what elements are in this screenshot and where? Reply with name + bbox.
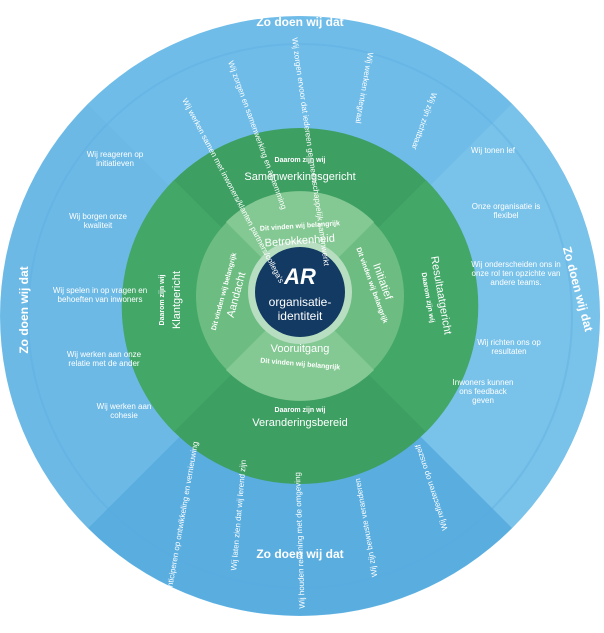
outer-left-item-3: Wij spelen in op vragen en behoeften van…	[52, 286, 148, 304]
inner-label-bottom: Vooruitgang	[271, 343, 330, 355]
outer-right-item-2-box: Onze organisatie is flexibel	[471, 202, 541, 220]
outer-right-item-1-box: Wij tonen lef	[470, 146, 516, 155]
outer-left-item-1-box: Wij reageren op initiatieven	[86, 150, 144, 168]
core-identity: AR organisatie- identiteit	[248, 240, 352, 344]
outer-right-items: Wij tonen lef Onze organisatie is flexib…	[452, 146, 561, 405]
middle-small-bottom: Daarom zijn wij	[275, 407, 326, 414]
outer-right-item-4: Wij richten ons op resultaten	[477, 338, 541, 356]
middle-label-top: Samenwerkingsgericht	[244, 171, 355, 183]
outer-left-item-2: Wij borgen onze kwaliteit	[69, 212, 127, 230]
core-label-line2: identiteit	[278, 309, 323, 323]
outer-right-item-5-box: Inwoners kunnen ons feedback geven	[452, 378, 514, 405]
outer-left-item-2-box: Wij borgen onze kwaliteit	[69, 212, 127, 230]
core-circle	[255, 247, 345, 337]
outer-left-item-5-box: Wij werken aan cohesie	[96, 402, 152, 420]
core-logo: AR	[283, 264, 316, 289]
outer-heading-bottom: Zo doen wij dat	[256, 547, 343, 561]
outer-left-item-4: Wij werken aan onze relatie met de ander	[66, 350, 142, 368]
outer-right-item-2: Onze organisatie is flexibel	[471, 202, 541, 220]
outer-right-item-3-box: Wij onderscheiden ons in onze rol ten op…	[471, 260, 561, 287]
outer-inner-band	[27, 43, 573, 589]
outer-left-item-5: Wij werken aan cohesie	[96, 402, 152, 420]
middle-label-left: Klantgericht	[171, 271, 183, 329]
outer-left-item-3-box: Wij spelen in op vragen en behoeften van…	[52, 286, 148, 304]
middle-small-top: Daarom zijn wij	[275, 157, 326, 164]
outer-heading-left: Zo doen wij dat	[17, 266, 31, 353]
outer-right-item-5: Inwoners kunnen ons feedback geven	[452, 378, 514, 405]
outer-left-item-4-box: Wij werken aan onze relatie met de ander	[66, 350, 142, 368]
middle-small-left: Daarom zijn wij	[159, 274, 166, 325]
inner-segment-bottom	[226, 296, 374, 401]
outer-right-item-3: Wij onderscheiden ons in onze rol ten op…	[471, 260, 561, 287]
outer-heading-top: Zo doen wij dat	[256, 15, 343, 29]
outer-right-item-1: Wij tonen lef	[470, 146, 516, 155]
middle-label-bottom: Veranderingsbereid	[252, 417, 347, 429]
inner-label-top: Betrokkenheid	[264, 233, 335, 250]
outer-right-item-4-box: Wij richten ons op resultaten	[477, 338, 541, 356]
outer-left-items: Wij reageren op initiatieven Wij borgen …	[52, 150, 152, 420]
outer-left-item-1: Wij reageren op initiatieven	[86, 150, 144, 168]
core-label-line1: organisatie-	[269, 295, 332, 309]
